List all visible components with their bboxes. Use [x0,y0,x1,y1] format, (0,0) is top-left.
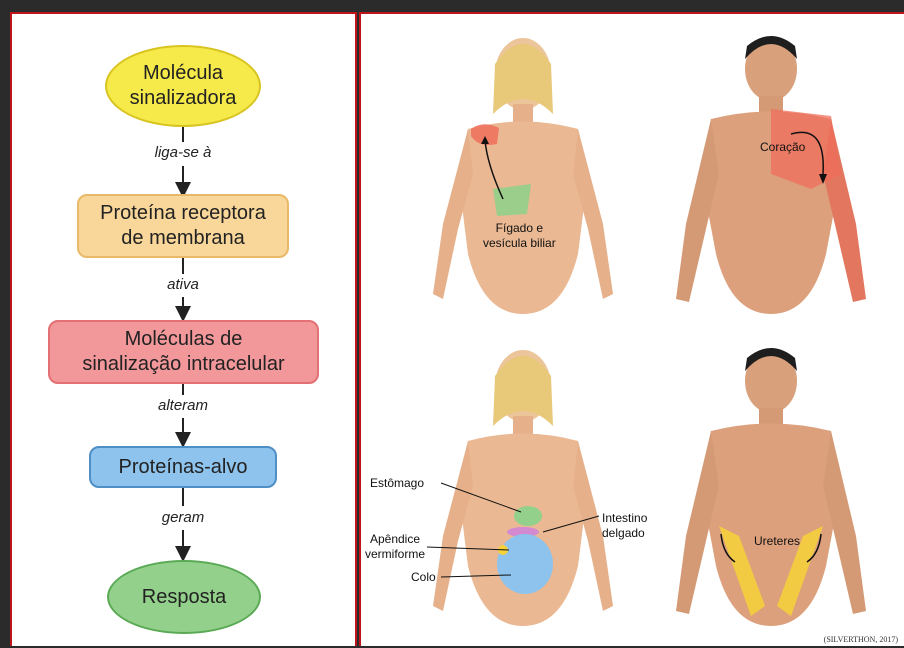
intracellular-node: Moléculas de sinalização intracelular [48,320,319,384]
male-figure-ureters [661,336,881,636]
appendix-label: Apêndice vermiforme [365,532,425,562]
generate-label: geram [83,509,283,526]
anatomy-panel: Fígado e vesícula biliar Coração Estômag… [359,12,904,646]
response-node: Resposta [107,560,261,634]
signaling-flow-panel: Molécula sinalizadora liga-se à Proteína… [10,12,357,646]
stomach-label: Estômago [370,476,424,491]
signal-molecule-node: Molécula sinalizadora [105,45,261,127]
alter-label: alteram [83,397,283,414]
binds-to-label: liga-se à [83,144,283,161]
image-credit: (SILVERTHON, 2017) [824,635,898,644]
colon-label: Colo [411,570,436,585]
ureters-label: Ureteres [754,534,800,549]
intestine-label: Intestino delgado [602,511,647,541]
target-proteins-node: Proteínas-alvo [89,446,277,488]
receptor-node: Proteína receptora de membrana [77,194,289,258]
activates-label: ativa [83,276,283,293]
